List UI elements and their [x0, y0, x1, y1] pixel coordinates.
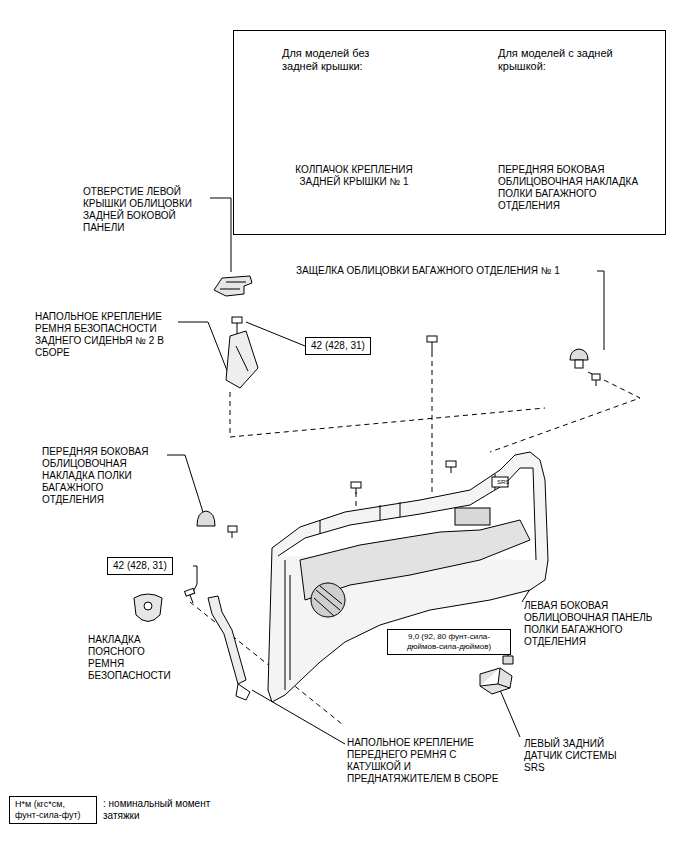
trim-panel-part: [285, 560, 290, 690]
leader-line-part: [178, 322, 230, 378]
bolts-and-clips-part: [197, 511, 215, 526]
lap-belt-cover-part: [134, 594, 162, 622]
leader-line-part: [210, 198, 231, 272]
bolts-and-clips-part: [451, 467, 452, 473]
bolts-and-clips-part: [570, 349, 588, 360]
part-name: НАПОЛЬНОЕ КРЕПЛЕНИЕ ПЕРЕДНЕГО РЕМНЯ С КА…: [347, 737, 507, 785]
leader-line-part: [252, 690, 345, 744]
dashed-assembly-line-part: [230, 392, 545, 437]
srs-sensor-part: [503, 656, 513, 664]
bolts-and-clips-part: [427, 336, 437, 342]
hole-cover-part: [220, 282, 246, 289]
panel-marking: SRS: [497, 478, 511, 486]
hole-cover-part: [214, 276, 252, 296]
part-name: ПЕРЕДНЯЯ БОКОВАЯ ОБЛИЦОВОЧНАЯ НАКЛАДКА П…: [498, 164, 648, 212]
rear-belt-anchor-part: [226, 331, 258, 388]
bolts-and-clips-part: [351, 482, 361, 488]
torque-value: Н*м (кгс*см, фунт-сила-фут): [15, 799, 91, 821]
torque-box: 9,0 (92, 80 фунт-сила- дюймов-сила-дюймо…: [387, 629, 511, 655]
srs-sensor: [480, 656, 513, 694]
dashed-assembly-line-part: [356, 492, 357, 510]
srs-sensor-part: [480, 668, 512, 694]
variant-box: Для моделей без задней крышки: Для моделе…: [233, 30, 666, 235]
trim-panel-part: [314, 586, 342, 616]
leader-line-part: [167, 455, 203, 512]
bolts-and-clips-part: [232, 532, 233, 538]
srs-sensor-part: [480, 668, 510, 688]
bolts-and-clips-part: [592, 374, 600, 380]
trim-panel-part: [455, 508, 490, 525]
bolts-and-clips-part: [575, 360, 583, 368]
bolts-and-clips-part: [432, 342, 433, 352]
part-name: ПЕРЕДНЯЯ БОКОВАЯ ОБЛИЦОВОЧНАЯ НАКЛАДКА П…: [42, 446, 164, 506]
front-belt-anchor: [208, 596, 250, 700]
variant-heading: Для моделей без задней крышки:: [282, 47, 394, 73]
leader-line: [167, 198, 604, 744]
part-name: ЗАЩЕЛКА ОБЛИЦОВКИ БАГАЖНОГО ОТДЕЛЕНИЯ № …: [296, 265, 596, 277]
part-name: НАПОЛЬНОЕ КРЕПЛЕНИЕ РЕМНЯ БЕЗОПАСНОСТИ З…: [35, 311, 177, 359]
dashed-assembly-line: [190, 352, 640, 724]
part-name: КОЛПАЧОК КРЕПЛЕНИЯ ЗАДНЕЙ КРЫШКИ № 1: [274, 164, 434, 188]
bolts-and-clips-part: [228, 526, 237, 532]
trim-panel-part: [320, 474, 495, 534]
rear-belt-anchor-part: [232, 317, 242, 323]
front-belt-anchor-part: [236, 684, 250, 700]
lap-belt-cover-part: [144, 602, 152, 610]
torque-box: 42 (428, 31): [107, 557, 173, 575]
dashed-assembly-line-part: [432, 352, 433, 492]
bolts-and-clips-part: [446, 461, 456, 467]
trim-panel-part: [311, 583, 345, 617]
leader-line-part: [597, 271, 604, 350]
torque-value: 42 (428, 31): [311, 340, 365, 352]
leader-line-part: [246, 322, 305, 346]
torque-box: 42 (428, 31): [305, 337, 371, 355]
front-belt-anchor-part: [208, 596, 246, 684]
lap-belt-cover: [134, 588, 195, 621]
part-name: ОТВЕРСТИЕ ЛЕВОЙ КРЫШКИ ОБЛИЦОВКИ ЗАДНЕЙ …: [83, 186, 208, 234]
rear-belt-anchor-part: [236, 346, 248, 371]
variant-heading: Для моделей с задней крышкой:: [498, 47, 638, 73]
dashed-assembly-line-part: [490, 372, 640, 452]
part-name: ЛЕВАЯ БОКОВАЯ ОБЛИЦОВОЧНАЯ ПАНЕЛЬ ПОЛКИ …: [524, 600, 682, 648]
leader-line-part: [500, 690, 520, 737]
legend-box: Н*м (кгс*см, фунт-сила-фут): [9, 796, 97, 824]
part-name: НАКЛАДКА ПОЯСНОГО РЕМНЯ БЕЗОПАСНОСТИ: [88, 634, 178, 682]
bolts-and-clips-part: [356, 488, 357, 494]
trim-panel: [268, 452, 548, 702]
bolts-and-clips-part: [596, 380, 597, 386]
hole-cover: [214, 276, 252, 296]
lap-belt-cover-part: [190, 595, 193, 603]
part-name: ЛЕВЫЙ ЗАДНИЙ ДАТЧИК СИСТЕМЫ SRS: [524, 738, 624, 774]
rear-belt-anchor: [226, 317, 258, 388]
torque-value: 9,0 (92, 80 фунт-сила- дюймов-сила-дюймо…: [393, 632, 505, 652]
legend-text: : номинальный момент затяжки: [103, 798, 233, 822]
lap-belt-cover-part: [185, 588, 195, 596]
torque-value: 42 (428, 31): [113, 560, 167, 572]
trim-panel-part: [268, 452, 548, 702]
